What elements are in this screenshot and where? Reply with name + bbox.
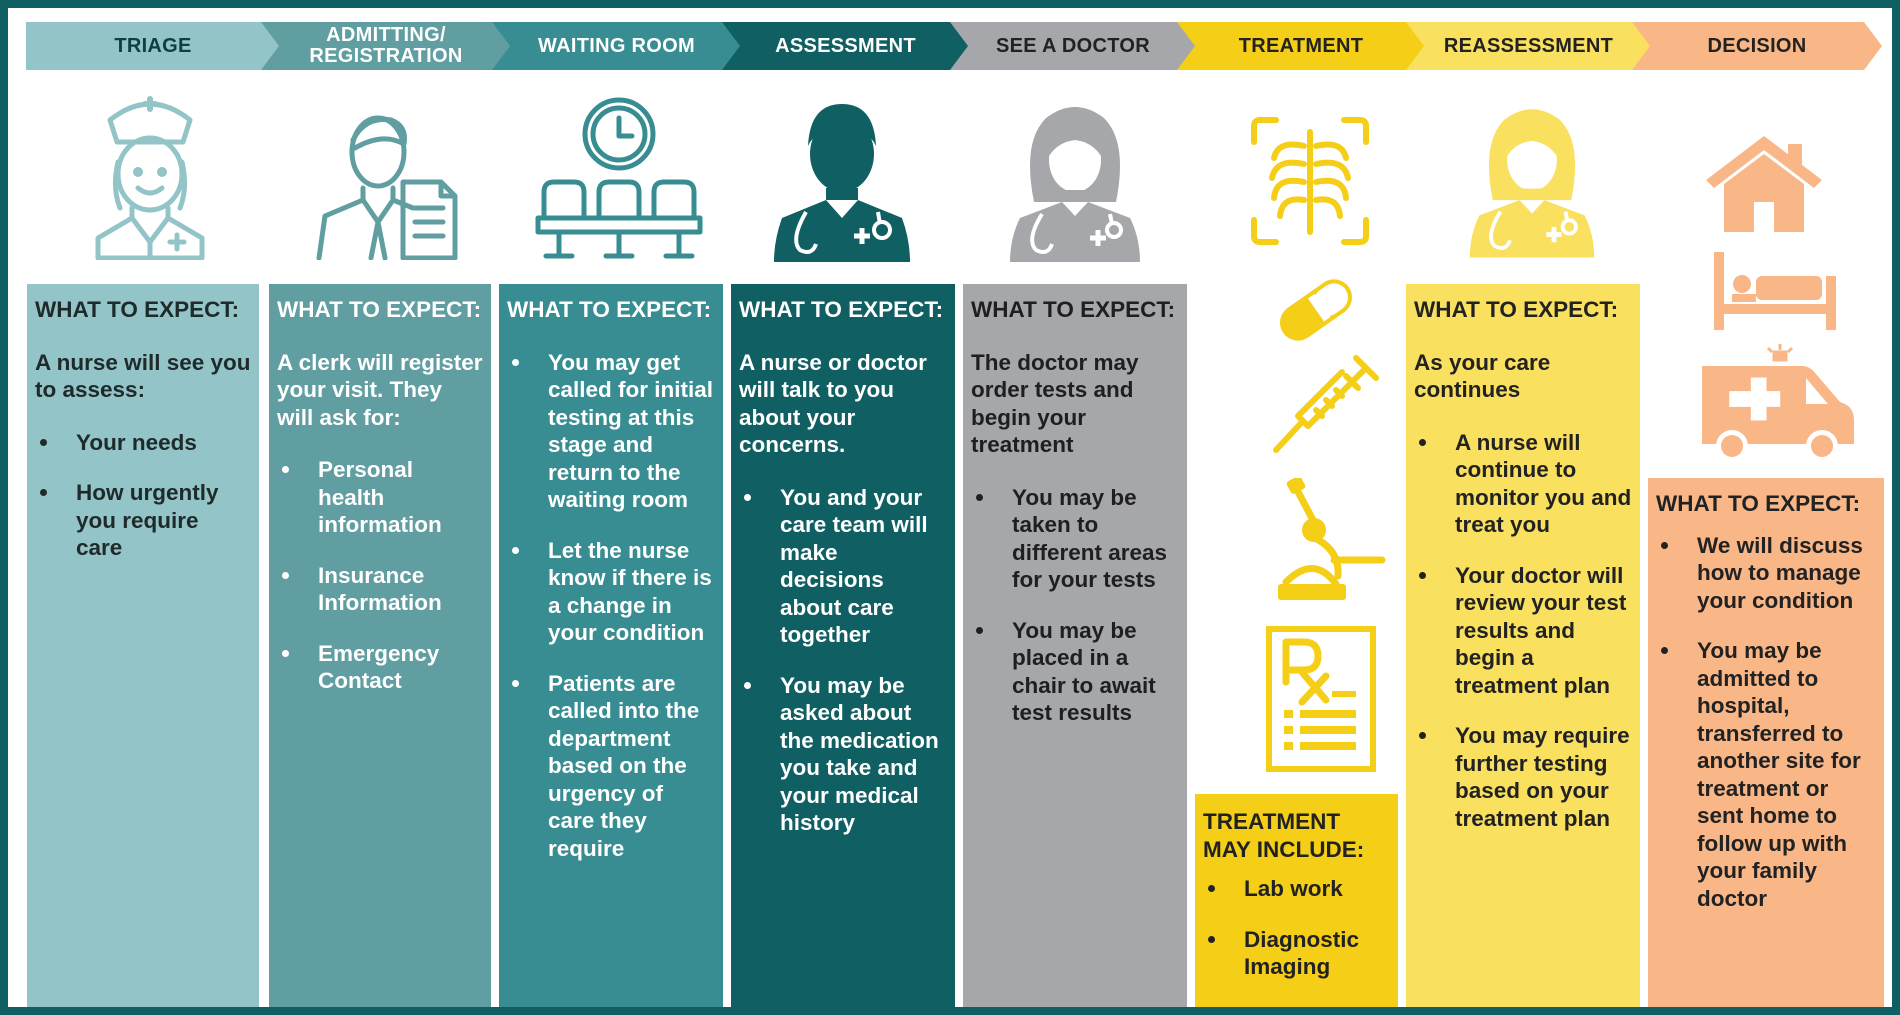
column-heading: WHAT TO EXPECT: — [507, 297, 712, 322]
house-icon — [1702, 132, 1826, 232]
list-item: Insurance Information — [277, 562, 483, 617]
bullet-list: We will discuss how to manage your condi… — [1656, 532, 1876, 913]
step-label: DECISION — [1707, 34, 1807, 57]
column-heading: TREATMENT MAY INCLUDE: — [1203, 809, 1365, 862]
ed-journey-infographic: TRIAGE ADMITTING/ REGISTRATION WAITING R… — [8, 8, 1892, 1007]
step-decision: DECISION — [1632, 22, 1882, 70]
bullet-list: You may get called for initial testing a… — [507, 349, 715, 863]
nurse-icon — [90, 90, 210, 260]
step-assessment: ASSESSMENT — [722, 22, 969, 70]
step-waiting-room: WAITING ROOM — [492, 22, 741, 70]
column-see-a-doctor: WHAT TO EXPECT: The doctor may order tes… — [963, 284, 1187, 1007]
step-label: WAITING ROOM — [538, 34, 695, 57]
pill-capsule-icon — [1270, 270, 1362, 350]
step-label: TRIAGE — [114, 34, 192, 57]
column-assessment: WHAT TO EXPECT: A nurse or doctor will t… — [731, 284, 955, 1007]
prescription-icon — [1264, 624, 1378, 774]
column-treatment: TREATMENT MAY INCLUDE: Lab work Diagnost… — [1195, 794, 1398, 1007]
list-item: You may get called for initial testing a… — [507, 349, 715, 514]
column-admitting: WHAT TO EXPECT: A clerk will register yo… — [269, 284, 491, 1007]
list-item: You may be taken to different areas for … — [971, 484, 1179, 594]
list-item: You may be placed in a chair to await te… — [971, 617, 1179, 727]
list-item: Emergency Contact — [277, 640, 483, 695]
hospital-bed-icon — [1712, 248, 1838, 332]
list-item: Your needs — [35, 429, 251, 457]
bullet-list: You may be taken to different areas for … — [971, 484, 1179, 727]
male-doctor-icon — [772, 100, 912, 262]
microscope-icon — [1274, 478, 1386, 602]
column-waiting-room: WHAT TO EXPECT: You may get called for i… — [499, 284, 723, 1007]
step-reassessment: REASSESSMENT — [1406, 22, 1651, 70]
female-doctor-icon — [1006, 102, 1144, 262]
step-see-a-doctor: SEE A DOCTOR — [950, 22, 1196, 70]
list-item: Diagnostic Imaging — [1203, 926, 1390, 981]
column-heading: WHAT TO EXPECT: — [1656, 491, 1861, 516]
waiting-room-chairs-clock-icon — [534, 96, 704, 262]
column-triage: WHAT TO EXPECT: A nurse will see you to … — [27, 284, 259, 1007]
clerk-with-document-icon — [313, 110, 463, 260]
list-item: Lab work — [1203, 875, 1390, 903]
column-intro: A clerk will register your visit. They w… — [277, 349, 483, 430]
column-heading: WHAT TO EXPECT: — [739, 297, 944, 322]
step-label: ASSESSMENT — [775, 34, 916, 57]
step-label-line1: ADMITTING/ — [326, 24, 446, 46]
column-intro: As your care continues — [1414, 349, 1551, 403]
column-decision: WHAT TO EXPECT: We will discuss how to m… — [1648, 478, 1884, 1007]
list-item: A nurse will continue to monitor you and… — [1414, 429, 1632, 539]
list-item: We will discuss how to manage your condi… — [1656, 532, 1876, 615]
step-label-line2: REGISTRATION — [309, 45, 463, 67]
list-item: You and your care team will make decisio… — [739, 484, 947, 649]
list-item: Your doctor will review your test result… — [1414, 562, 1632, 700]
ambulance-icon — [1698, 344, 1858, 466]
list-item: Let the nurse know if there is a change … — [507, 537, 715, 647]
column-intro: A nurse will see you to assess: — [35, 349, 251, 403]
column-heading: WHAT TO EXPECT: — [277, 297, 482, 322]
list-item: Patients are called into the department … — [507, 670, 715, 863]
column-intro: A nurse or doctor will talk to you about… — [739, 349, 927, 458]
step-admitting: ADMITTING/ REGISTRATION — [261, 22, 511, 70]
step-triage: TRIAGE — [26, 22, 280, 70]
column-heading: WHAT TO EXPECT: — [1414, 297, 1619, 322]
x-ray-chest-icon — [1248, 116, 1372, 246]
step-label: REASSESSMENT — [1443, 34, 1614, 57]
bullet-list: Personal health information Insurance In… — [277, 456, 483, 695]
column-heading: WHAT TO EXPECT: — [35, 297, 240, 322]
column-reassessment: WHAT TO EXPECT: As your care continues A… — [1406, 284, 1640, 1007]
step-label: TREATMENT — [1238, 34, 1364, 57]
list-item: Personal health information — [277, 456, 483, 539]
column-intro: The doctor may order tests and begin you… — [971, 349, 1139, 458]
list-item: You may require further testing based on… — [1414, 722, 1632, 832]
step-treatment: TREATMENT — [1177, 22, 1425, 70]
bullet-list: Your needs How urgently you require care — [35, 429, 251, 562]
bullet-list: A nurse will continue to monitor you and… — [1414, 429, 1632, 833]
syringe-icon — [1272, 352, 1382, 456]
list-item: How urgently you require care — [35, 479, 251, 562]
column-heading: WHAT TO EXPECT: — [971, 297, 1176, 322]
bullet-list: Lab work Diagnostic Imaging — [1203, 875, 1390, 981]
list-item: You may be admitted to hospital, transfe… — [1656, 637, 1876, 912]
list-item: You may be asked about the medication yo… — [739, 672, 947, 837]
female-doctor-icon — [1466, 102, 1598, 260]
step-label: SEE A DOCTOR — [996, 34, 1150, 57]
bullet-list: You and your care team will make decisio… — [739, 484, 947, 837]
